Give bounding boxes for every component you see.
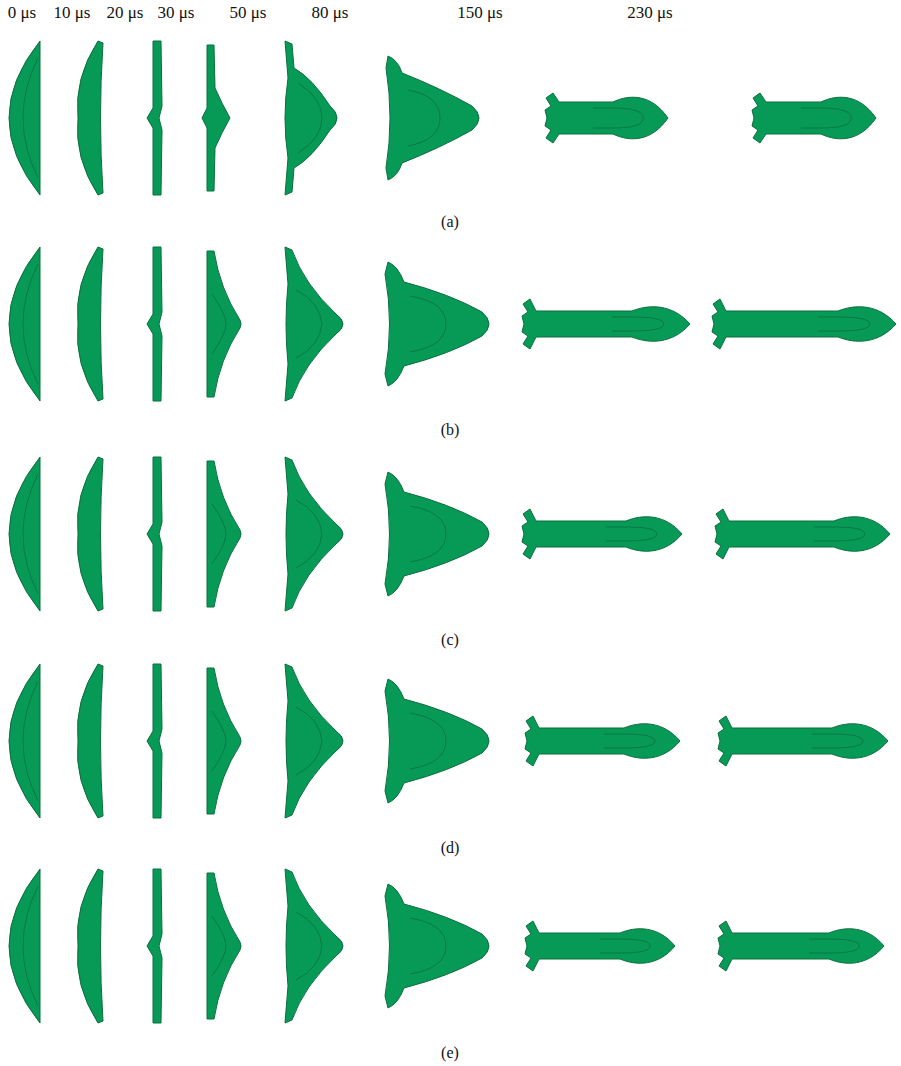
panel-label: (d) <box>441 840 460 856</box>
inner-contour <box>612 317 664 331</box>
liner-shape <box>147 869 162 1023</box>
inner-contour <box>814 527 865 541</box>
inner-contour <box>23 474 38 594</box>
liner-shape <box>202 45 230 191</box>
liner-shape <box>147 457 162 611</box>
liner-shape <box>207 461 241 607</box>
inner-contour <box>23 681 38 801</box>
liner-shape <box>77 664 103 818</box>
projectile-shape <box>525 921 675 971</box>
inner-contour <box>410 918 446 974</box>
projectile-shape <box>385 679 489 803</box>
inner-contour <box>296 500 322 568</box>
panel-label: (e) <box>441 1045 459 1061</box>
projectile-shape <box>522 299 690 349</box>
time-label: 20 μs <box>107 4 144 21</box>
inner-contour <box>410 506 446 562</box>
liner-shape <box>77 41 103 195</box>
liner-shape <box>285 247 343 401</box>
projectile-shape <box>385 262 489 386</box>
projectile-shape <box>718 921 884 971</box>
projectile-shape <box>712 299 896 349</box>
liner-shape <box>9 869 40 1023</box>
time-label: 230 μs <box>627 4 672 21</box>
projectile-shape <box>715 509 890 559</box>
inner-contour <box>298 83 322 153</box>
liner-shape <box>285 41 337 195</box>
liner-shape <box>147 247 162 401</box>
time-label: 10 μs <box>54 4 91 21</box>
time-label: 0 μs <box>8 4 36 21</box>
panel-label: (a) <box>441 214 459 230</box>
projectile-shape <box>385 884 489 1008</box>
inner-contour <box>593 108 643 128</box>
inner-contour <box>410 296 446 352</box>
time-label: 80 μs <box>312 4 349 21</box>
inner-contour <box>818 317 870 331</box>
inner-contour <box>809 939 859 953</box>
liner-shape <box>9 41 40 195</box>
inner-contour <box>212 916 226 976</box>
inner-contour <box>600 939 650 953</box>
inner-contour <box>801 108 851 128</box>
liner-shape <box>285 457 343 611</box>
liner-shape <box>9 664 40 818</box>
liner-shape <box>285 869 343 1023</box>
inner-contour <box>296 707 322 775</box>
liner-shape <box>207 668 241 814</box>
time-label: 50 μs <box>230 4 267 21</box>
inner-contour <box>23 58 38 178</box>
inner-contour <box>408 90 440 146</box>
inner-contour <box>212 294 226 354</box>
projectile-shape <box>545 93 668 143</box>
projectile-shape <box>718 716 888 766</box>
inner-contour <box>296 912 322 980</box>
liner-shape <box>9 457 40 611</box>
liner-shape <box>147 41 162 195</box>
time-label: 150 μs <box>457 4 502 21</box>
liner-shape <box>77 247 103 401</box>
projectile-shape <box>525 716 680 766</box>
inner-contour <box>410 713 446 769</box>
projectile-shape <box>752 93 876 143</box>
inner-contour <box>606 527 657 541</box>
panel-label: (b) <box>441 422 460 438</box>
liner-shape <box>207 251 241 397</box>
inner-contour <box>812 734 863 748</box>
time-label: 30 μs <box>158 4 195 21</box>
panel-label: (c) <box>441 632 459 648</box>
liner-shape <box>77 457 103 611</box>
liner-row <box>9 664 888 818</box>
projectile-shape <box>385 472 489 596</box>
inner-contour <box>212 504 226 564</box>
liner-row <box>9 457 890 611</box>
liner-shape <box>285 664 343 818</box>
liner-shape <box>147 664 162 818</box>
inner-contour <box>212 711 226 771</box>
projectile-shape <box>522 509 682 559</box>
liner-shape <box>9 247 40 401</box>
liner-row <box>9 41 876 195</box>
liner-shape <box>77 869 103 1023</box>
projectile-shape <box>386 56 479 180</box>
inner-contour <box>296 290 322 358</box>
liner-row <box>9 247 896 401</box>
inner-contour <box>23 886 38 1006</box>
liner-row <box>9 869 884 1023</box>
inner-contour <box>604 734 655 748</box>
liner-shape <box>207 873 241 1019</box>
inner-contour <box>23 264 38 384</box>
